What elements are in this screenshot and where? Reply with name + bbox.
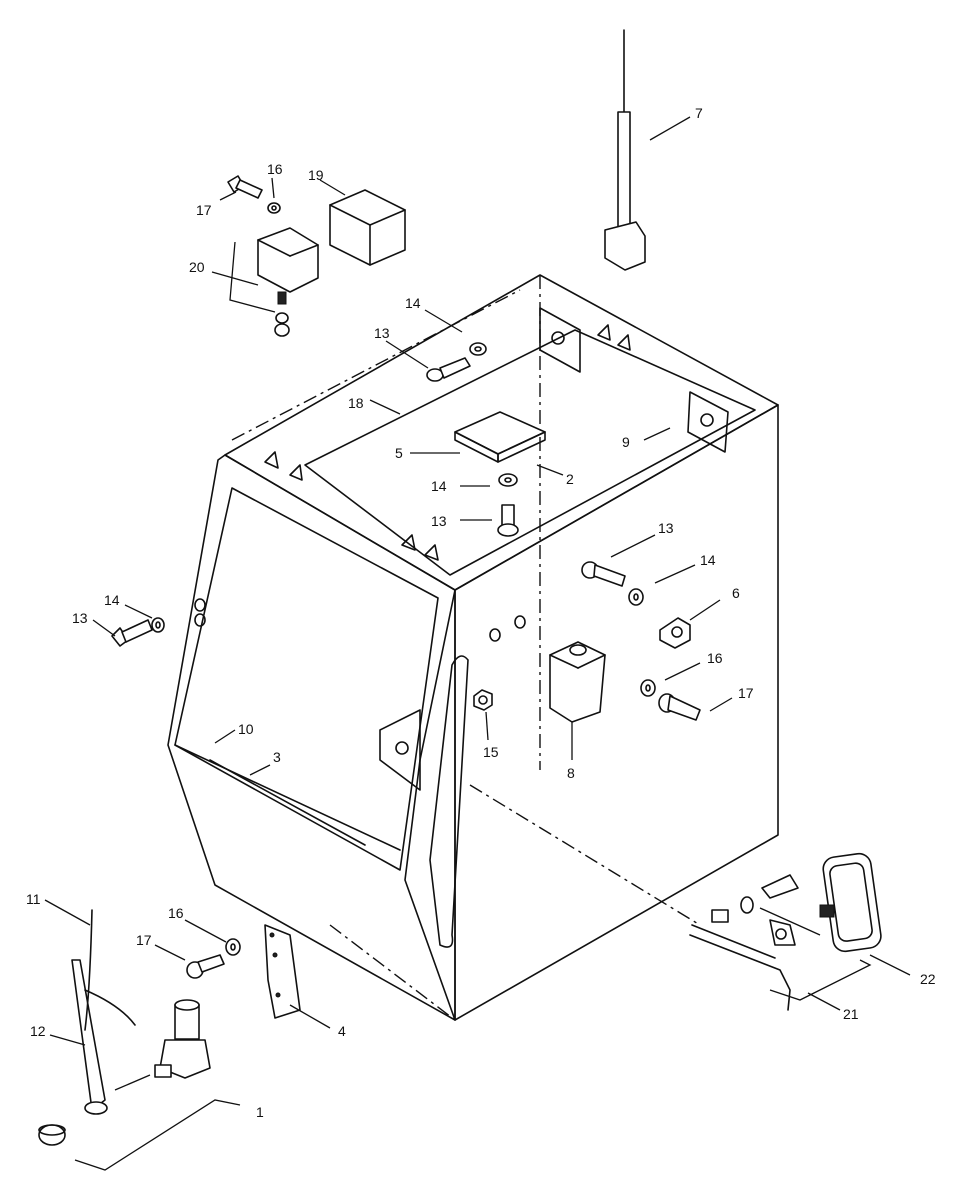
cab-roof-recess bbox=[304, 329, 756, 576]
washer-14-top bbox=[469, 342, 487, 356]
nut bbox=[473, 689, 493, 711]
roof-bracket-c bbox=[401, 534, 416, 551]
callout-6: 6 bbox=[732, 585, 740, 601]
callout-22: 22 bbox=[920, 971, 936, 987]
control-box bbox=[549, 641, 606, 723]
callout-5: 5 bbox=[395, 445, 403, 461]
callout-9: 9 bbox=[622, 434, 630, 450]
callout-8: 8 bbox=[567, 765, 575, 781]
side-hole-a bbox=[489, 628, 501, 642]
callout-14-top: 14 bbox=[405, 295, 421, 311]
hinge-plate bbox=[264, 924, 301, 1019]
callout-21: 21 bbox=[843, 1006, 859, 1022]
callout-10: 10 bbox=[238, 721, 254, 737]
callout-17-right: 17 bbox=[738, 685, 754, 701]
washer-mirror bbox=[740, 896, 754, 914]
switch-module bbox=[257, 227, 319, 337]
callout-16-bottom: 16 bbox=[168, 905, 184, 921]
cab-right-side bbox=[454, 404, 779, 1021]
front-hole-b bbox=[194, 613, 206, 627]
cab-front bbox=[167, 454, 456, 1021]
cab-front-lower-edge bbox=[404, 589, 456, 1021]
roof-bracket-d bbox=[424, 544, 439, 561]
hidden-edge-floor bbox=[329, 924, 456, 1021]
callout-13-right: 13 bbox=[658, 520, 674, 536]
relay-box bbox=[329, 189, 406, 266]
callout-4: 4 bbox=[338, 1023, 346, 1039]
roof-bracket-a bbox=[264, 451, 279, 469]
callout-13-mid: 13 bbox=[431, 513, 447, 529]
washer-16-top bbox=[267, 202, 281, 214]
leader-lines bbox=[44, 116, 911, 1171]
callout-15: 15 bbox=[483, 744, 499, 760]
cab-front-window bbox=[174, 487, 439, 871]
callout-12: 12 bbox=[30, 1023, 46, 1039]
callout-7: 7 bbox=[695, 105, 703, 121]
callout-1: 1 bbox=[256, 1104, 264, 1120]
roof-bracket-e bbox=[597, 324, 611, 341]
door-latch-hole bbox=[395, 741, 409, 755]
bolt-13-top bbox=[426, 357, 471, 382]
hidden-edge-roof bbox=[231, 289, 521, 441]
callout-18: 18 bbox=[348, 395, 364, 411]
lever bbox=[71, 959, 108, 1115]
callout-17-bottom: 17 bbox=[136, 932, 152, 948]
grab-handle bbox=[689, 909, 796, 1011]
dome-light bbox=[454, 411, 546, 463]
callout-14-left: 14 bbox=[104, 592, 120, 608]
callout-19: 19 bbox=[308, 167, 324, 183]
callout-17-top: 17 bbox=[196, 202, 212, 218]
wiper-rod bbox=[209, 759, 366, 846]
callout-3: 3 bbox=[273, 749, 281, 765]
screw-17-bottom bbox=[186, 954, 225, 979]
callout-20: 20 bbox=[189, 259, 205, 275]
callout-11: 11 bbox=[26, 891, 41, 907]
clip bbox=[659, 617, 691, 649]
antenna bbox=[604, 29, 646, 271]
washer-16-right bbox=[640, 679, 656, 697]
screw-17-right bbox=[658, 693, 701, 721]
callout-13-left: 13 bbox=[72, 610, 88, 626]
cable bbox=[84, 909, 136, 1031]
valve-body bbox=[154, 999, 211, 1079]
bolt-13-left bbox=[111, 619, 153, 647]
washer-14-left bbox=[151, 617, 165, 633]
cap bbox=[38, 1124, 66, 1146]
door-latch-bracket bbox=[379, 709, 421, 791]
callout-2: 2 bbox=[566, 471, 574, 487]
roof-bracket-f bbox=[617, 334, 631, 351]
washer-14-right bbox=[628, 588, 644, 606]
hidden-edge-floor-right bbox=[469, 784, 701, 926]
callout-labels: 7 19 16 17 20 14 13 18 5 2 9 14 13 13 14… bbox=[26, 105, 936, 1120]
side-hole-b bbox=[514, 615, 526, 629]
front-hole-a bbox=[194, 598, 206, 612]
roof-plate-left bbox=[539, 307, 581, 373]
callout-13-top: 13 bbox=[374, 325, 390, 341]
bolt-13-right bbox=[581, 561, 626, 587]
callout-14-right: 14 bbox=[700, 552, 716, 568]
washer-16-bottom bbox=[225, 938, 241, 956]
door-handle-bar bbox=[429, 655, 469, 948]
washer-14-mid bbox=[498, 473, 518, 487]
callout-16-top: 16 bbox=[267, 161, 283, 177]
roof-bracket-b bbox=[289, 464, 303, 481]
cab-body bbox=[167, 274, 779, 1021]
roof-plate-right bbox=[687, 391, 729, 453]
bolt-13-mid bbox=[497, 504, 519, 537]
callout-16-right: 16 bbox=[707, 650, 723, 666]
mirror bbox=[819, 852, 882, 953]
callout-14-mid: 14 bbox=[431, 478, 447, 494]
wiper-rail bbox=[174, 744, 401, 851]
bolt-mirror bbox=[761, 874, 799, 899]
screw-17-top bbox=[227, 175, 263, 199]
